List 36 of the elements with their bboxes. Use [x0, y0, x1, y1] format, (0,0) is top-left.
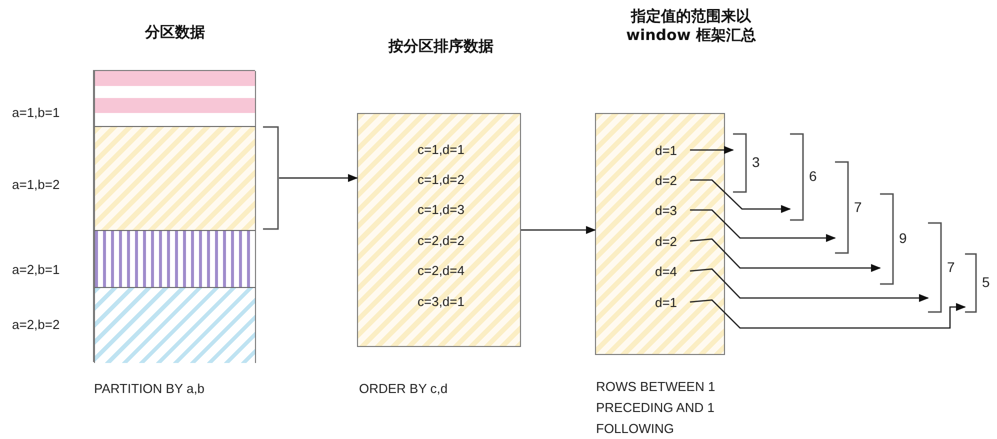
arrow	[279, 174, 358, 182]
row-value: c=2,d=4	[396, 262, 486, 280]
row-value: d=4	[641, 263, 691, 281]
row-value: c=3,d=1	[396, 293, 486, 311]
row-value: c=2,d=2	[396, 232, 486, 250]
column-title: 指定值的范围来以 window 框架汇总	[625, 7, 757, 45]
node-label: ROWS BETWEEN 1 PRECEDING AND 1 FOLLOWING	[596, 378, 716, 438]
row-value: c=1,d=3	[396, 201, 486, 219]
row-value: c=1,d=2	[396, 171, 486, 189]
arrow	[690, 209, 836, 242]
window-sum: 3	[752, 154, 760, 170]
column-title: 按分区排序数据	[387, 37, 494, 56]
row-value: d=2	[641, 172, 691, 190]
segment-label: a=1,b=1	[12, 105, 60, 120]
row-value: d=1	[641, 294, 691, 312]
node-label: PARTITION BY a,b	[94, 380, 206, 398]
arrow	[521, 226, 596, 234]
arrow	[690, 268, 929, 302]
row-value: d=2	[641, 233, 691, 251]
arrow	[690, 299, 966, 329]
segment-label: a=1,b=2	[12, 177, 60, 192]
row-value: c=1,d=1	[396, 141, 486, 159]
window-sum: 5	[982, 274, 990, 290]
window-sum: 7	[947, 258, 955, 274]
arrow	[690, 146, 734, 154]
window-sum: 7	[854, 198, 862, 214]
column-title: 分区数据	[144, 23, 206, 42]
segment-label: a=2,b=2	[12, 317, 60, 332]
row-value: d=3	[641, 202, 691, 220]
window-sum: 6	[809, 168, 817, 184]
row-value: d=1	[641, 142, 691, 160]
arrow	[690, 238, 881, 272]
node-label: ORDER BY c,d	[359, 380, 449, 398]
arrow	[690, 179, 791, 213]
segment-label: a=2,b=1	[12, 262, 60, 277]
window-sum: 9	[899, 230, 907, 246]
